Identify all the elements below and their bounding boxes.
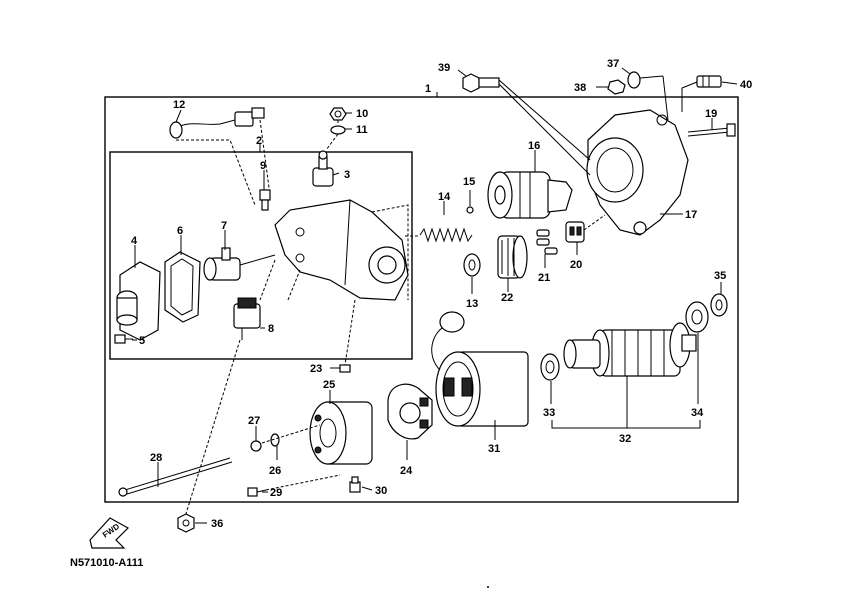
callout-11: 11 <box>356 124 368 136</box>
rear-cover-part <box>309 401 373 465</box>
ball-part <box>466 206 474 214</box>
screw-29-part <box>247 487 267 497</box>
terminal-block-part <box>233 297 261 340</box>
through-bolt-28-part <box>118 457 233 497</box>
leader-lines <box>132 67 738 524</box>
roller-retainer-part <box>565 221 585 243</box>
nut-hole <box>334 110 342 118</box>
callout-14: 14 <box>438 191 451 203</box>
yoke-part <box>431 311 529 427</box>
callout-31: 31 <box>488 443 500 455</box>
washer-35-part <box>710 293 728 317</box>
callout-5: 5 <box>139 335 145 347</box>
screw-30-part <box>349 476 361 493</box>
solenoid-housing-part <box>274 199 409 301</box>
callout-13: 13 <box>466 298 478 310</box>
screw-part <box>114 334 133 344</box>
callout-19: 19 <box>705 108 717 120</box>
subassembly-frame <box>109 151 413 360</box>
washer-37-part <box>627 71 641 89</box>
callout-39: 39 <box>438 62 450 74</box>
figure-code: N571010-A111 <box>70 557 143 569</box>
callout-10: 10 <box>356 108 368 120</box>
callout-23: 23 <box>310 363 322 375</box>
callout-3: 3 <box>344 169 350 181</box>
callout-16: 16 <box>528 140 540 152</box>
small-bolt-part <box>259 189 271 211</box>
callout-34: 34 <box>691 407 704 419</box>
idler-gear-part <box>497 235 528 279</box>
callout-22: 22 <box>501 292 513 304</box>
callout-12: 12 <box>173 99 185 111</box>
callout-9: 9 <box>260 160 266 172</box>
fwd-arrow-icon: FWD <box>89 517 129 549</box>
callout-4: 4 <box>131 235 138 247</box>
nut-38-part <box>607 79 626 95</box>
callout-30: 30 <box>375 485 387 497</box>
clip-part <box>339 364 351 373</box>
callout-17: 17 <box>685 209 697 221</box>
washer-13-part <box>463 253 481 277</box>
rollers-part <box>536 229 558 255</box>
lead-wire-part <box>169 107 265 139</box>
callout-1: 1 <box>425 83 431 95</box>
callout-33: 33 <box>543 407 555 419</box>
callout-labels: 1 2 3 4 5 6 7 8 9 10 11 12 13 14 15 16 1… <box>131 58 752 530</box>
callout-7: 7 <box>221 220 227 232</box>
callout-36: 36 <box>211 518 223 530</box>
front-housing-part <box>586 109 689 236</box>
bearing-34-part <box>685 301 709 333</box>
cover-part <box>116 261 161 341</box>
callout-15: 15 <box>463 176 475 188</box>
assembly-frame <box>104 96 739 503</box>
pinion-clutch-part <box>487 171 573 219</box>
callout-32: 32 <box>619 433 631 445</box>
nut-part <box>329 107 347 121</box>
callout-28: 28 <box>150 452 162 464</box>
terminal-bolt-part <box>312 150 334 187</box>
callout-2: 2 <box>256 135 262 147</box>
callout-26: 26 <box>269 465 281 477</box>
washer-26-part <box>270 433 280 447</box>
through-bolt-19-part <box>687 123 736 137</box>
brush-plate-part <box>387 383 433 440</box>
speck <box>487 586 489 588</box>
callout-25: 25 <box>323 379 335 391</box>
callout-38: 38 <box>574 82 586 94</box>
gasket-part <box>164 251 201 323</box>
spring-part <box>419 227 473 243</box>
stud-part <box>696 75 722 88</box>
nut-36-part <box>177 513 195 533</box>
callout-21: 21 <box>538 272 550 284</box>
callout-35: 35 <box>714 270 726 282</box>
callout-6: 6 <box>177 225 183 237</box>
callout-8: 8 <box>268 323 274 335</box>
washer-part <box>330 125 346 135</box>
callout-24: 24 <box>400 465 413 477</box>
callout-29: 29 <box>270 487 282 499</box>
plunger-part <box>203 247 276 281</box>
nut-27-part <box>250 440 262 452</box>
bearing-33-part <box>540 353 560 381</box>
callout-20: 20 <box>570 259 582 271</box>
flange-bolt-part <box>462 73 500 93</box>
callout-37: 37 <box>607 58 619 70</box>
armature-part <box>563 322 697 377</box>
callout-40: 40 <box>740 79 752 91</box>
callout-27: 27 <box>248 415 260 427</box>
